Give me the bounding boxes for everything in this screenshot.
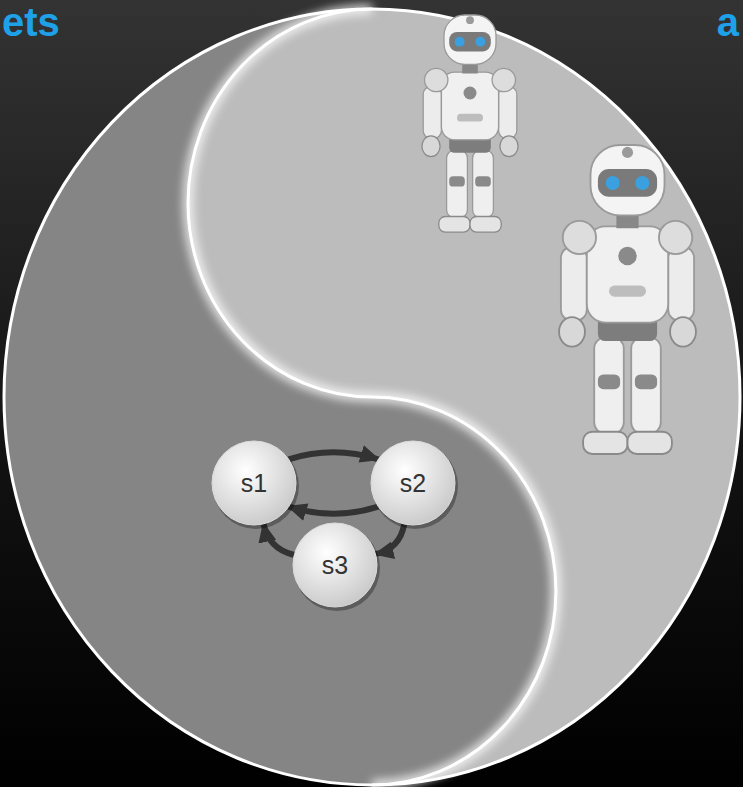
transition-arrow bbox=[376, 524, 405, 554]
state-text-wrap: s1 bbox=[210, 439, 298, 527]
state-label: s3 bbox=[322, 551, 348, 580]
robot-figure bbox=[559, 145, 696, 454]
cropped-heading: ets bbox=[2, 2, 60, 42]
state-circle: s1 bbox=[210, 439, 298, 527]
state-label: s1 bbox=[241, 469, 267, 498]
transition-arrow bbox=[289, 452, 379, 459]
transition-arrow bbox=[289, 507, 379, 514]
state-text-wrap: s2 bbox=[369, 439, 457, 527]
state-circle: s3 bbox=[291, 521, 379, 609]
state-text-wrap: s3 bbox=[291, 521, 379, 609]
robot-figure bbox=[422, 15, 518, 232]
cropped-heading: a bbox=[717, 2, 739, 42]
state-circle: s2 bbox=[369, 439, 457, 527]
transition-arrow bbox=[264, 524, 295, 555]
state-label: s2 bbox=[400, 469, 426, 498]
